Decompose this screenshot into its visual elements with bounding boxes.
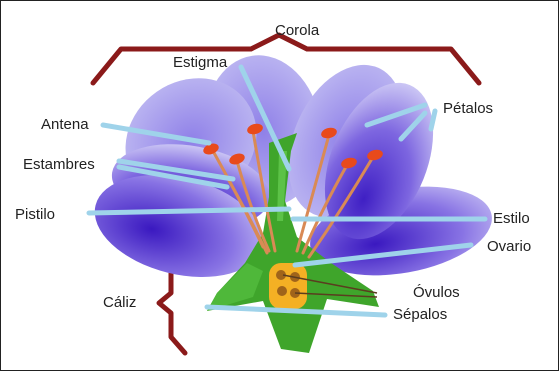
label-ovulos: Óvulos <box>413 285 460 300</box>
label-ovario: Ovario <box>487 239 531 254</box>
label-estambres: Estambres <box>23 157 95 172</box>
label-antena: Antena <box>41 117 89 132</box>
label-pistilo: Pistilo <box>15 207 55 222</box>
label-petalos: Pétalos <box>443 101 493 116</box>
line-petalos-3 <box>431 111 435 129</box>
ovary <box>269 263 307 309</box>
label-estilo: Estilo <box>493 211 530 226</box>
label-corola: Corola <box>275 23 319 38</box>
label-caliz: Cáliz <box>103 295 136 310</box>
label-sepalos: Sépalos <box>393 307 447 322</box>
label-estigma: Estigma <box>173 55 227 70</box>
